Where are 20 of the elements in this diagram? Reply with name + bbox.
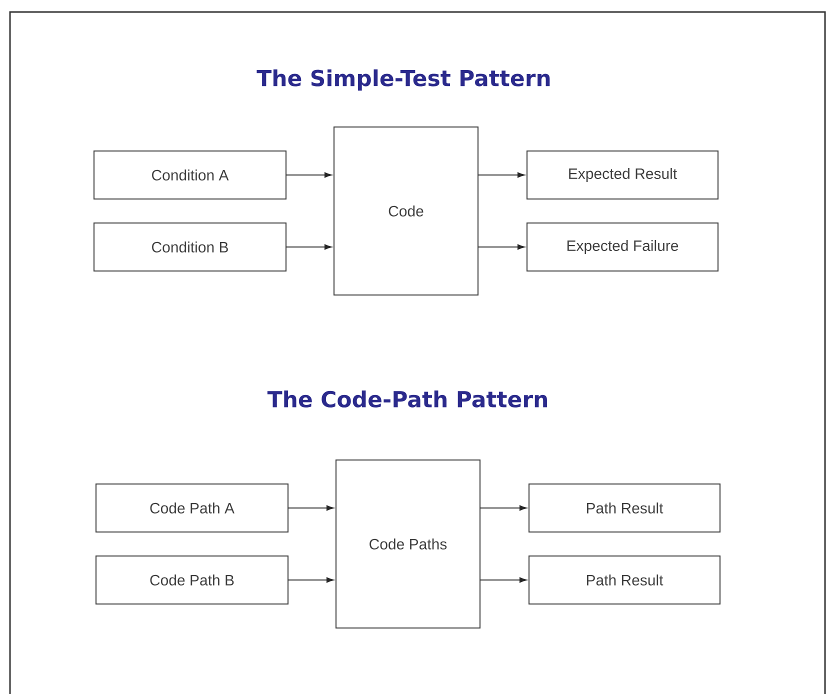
process-box: Expected Result [526, 150, 718, 200]
arrow [288, 577, 334, 583]
process-box: Expected Failure [526, 222, 718, 272]
process-box: Path Result [528, 556, 720, 604]
process-box: Condition A [94, 150, 286, 200]
arrow [478, 172, 525, 178]
arrow [478, 244, 525, 250]
arrow [286, 172, 332, 178]
arrow [288, 505, 334, 511]
process-box: Condition B [94, 222, 286, 272]
section-heading: The Simple-Test Pattern [256, 69, 550, 91]
section-heading: The Code-Path Pattern [267, 390, 547, 408]
code-box: Code [334, 126, 478, 296]
code-box: Code Paths [336, 460, 480, 628]
process-box: Code Path B [96, 556, 288, 604]
arrow [480, 505, 527, 511]
process-box: Path Result [528, 484, 720, 532]
process-box: Code Path A [96, 484, 288, 532]
arrow [286, 244, 332, 250]
arrow [480, 577, 527, 583]
